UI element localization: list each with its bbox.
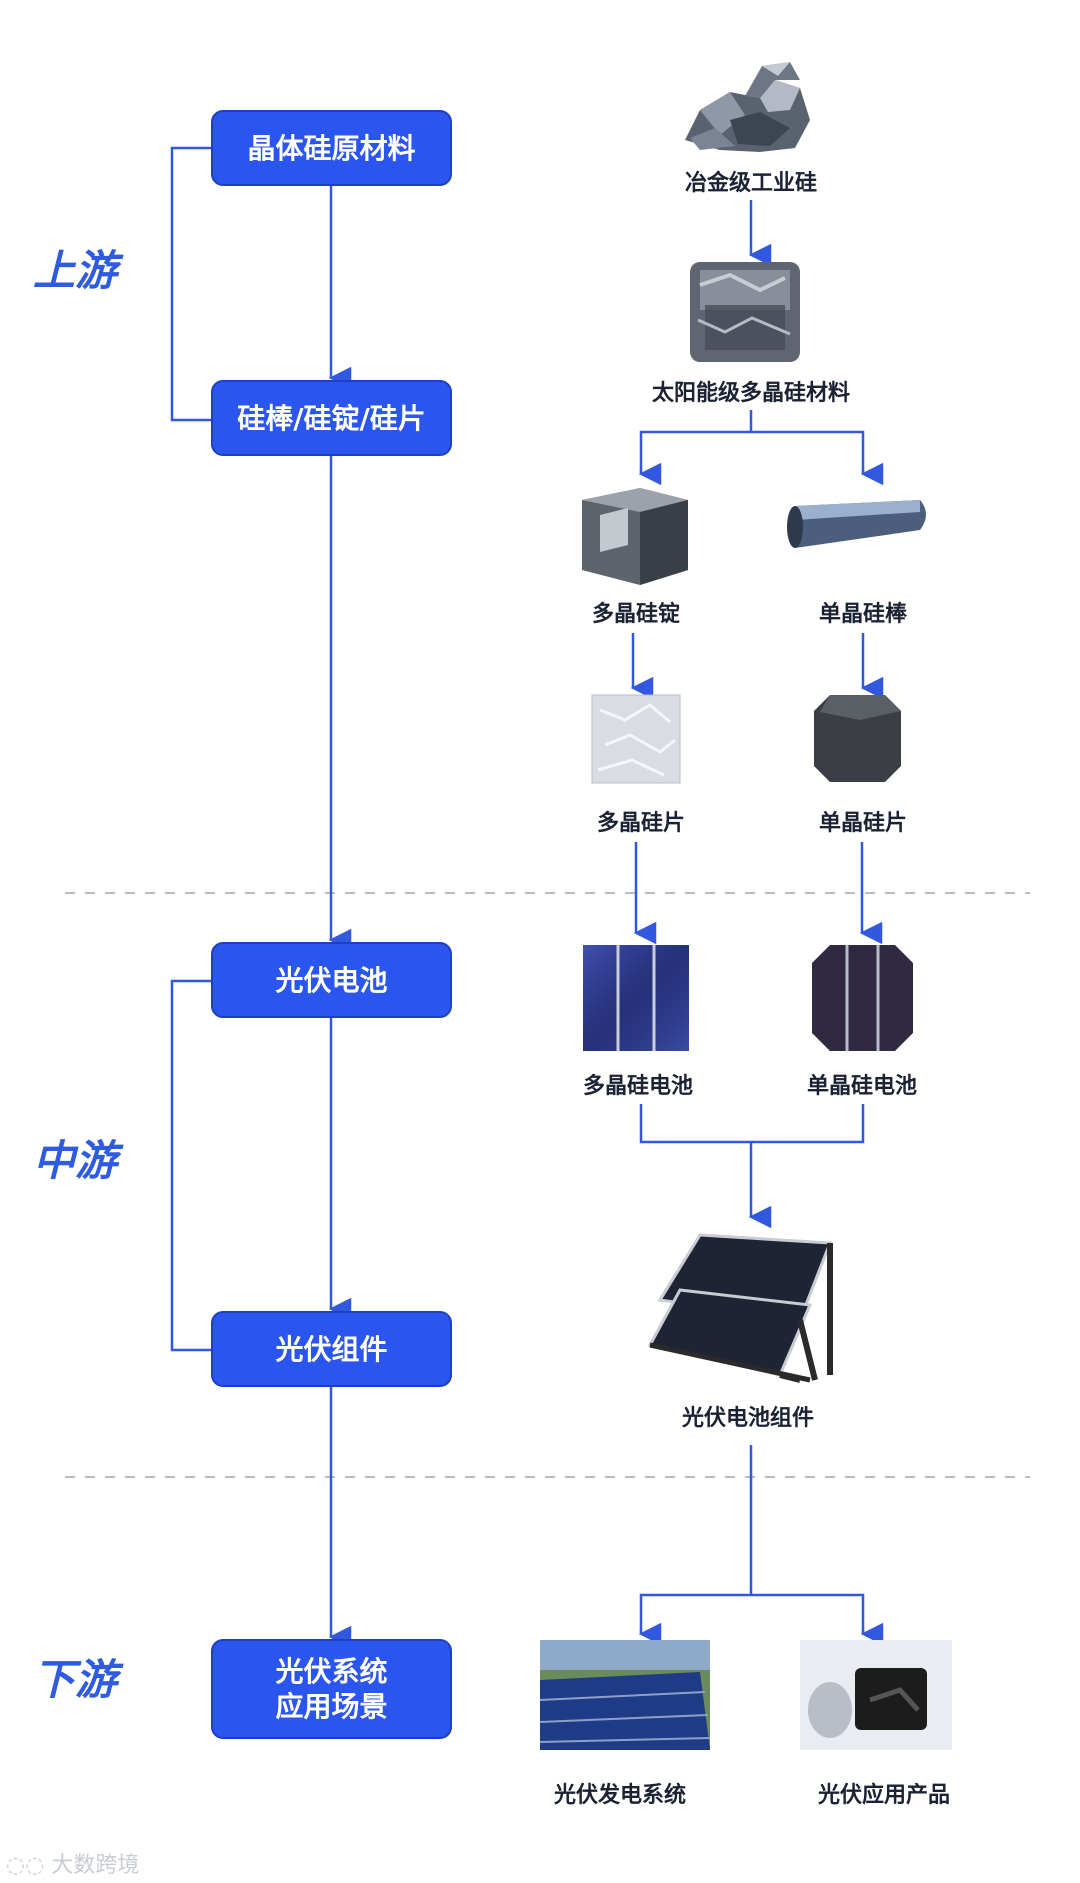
split-downstream [639, 1445, 865, 1632]
label-mono-wafer: 单晶硅片 [818, 811, 908, 836]
watermark: ◌◌ 大数跨境 [6, 1847, 139, 1879]
stage-midstream: 中游 [32, 1136, 117, 1185]
bracket-upstream [170, 146, 211, 422]
box-pv-cell: 光伏电池 [211, 942, 452, 1018]
merge-cells [639, 1104, 865, 1215]
label-mono-rod: 单晶硅棒 [818, 602, 908, 627]
pv-power-system-image [539, 1640, 711, 1750]
box-pv-system-label-line2: 应用场景 [275, 1690, 388, 1723]
box-pv-cell-label: 光伏电池 [275, 963, 388, 997]
watermark-text: 大数跨境 [51, 1853, 140, 1878]
poly-cell-image [583, 945, 689, 1051]
split-poly-material [639, 410, 865, 472]
box-pv-module-label: 光伏组件 [275, 1332, 388, 1366]
label-metallurgical-silicon: 冶金级工业硅 [684, 171, 818, 196]
mono-rod-image [787, 500, 926, 548]
pv-products-image [800, 1640, 952, 1750]
label-solar-polysilicon: 太阳能级多晶硅材料 [651, 381, 851, 406]
label-mono-cell: 单晶硅电池 [806, 1074, 918, 1099]
mono-wafer-image [814, 695, 901, 782]
box-raw-material: 晶体硅原材料 [211, 110, 452, 186]
box-pv-module: 光伏组件 [211, 1311, 452, 1387]
box-rod-ingot-wafer-label: 硅棒/硅锭/硅片 [237, 401, 426, 435]
mono-cell-image [812, 945, 913, 1051]
label-pv-cell-module: 光伏电池组件 [681, 1406, 815, 1431]
label-poly-ingot: 多晶硅锭 [591, 602, 681, 627]
metallurgical-silicon-image [685, 62, 810, 152]
polysilicon-material-image [690, 262, 800, 362]
box-pv-system: 光伏系统 应用场景 [211, 1639, 452, 1739]
bracket-midstream [170, 979, 211, 1352]
pv-module-image [647, 1233, 833, 1383]
poly-wafer-image [591, 694, 681, 784]
watermark-logo-icon: ◌◌ [6, 1853, 45, 1878]
stage-downstream: 下游 [32, 1655, 117, 1704]
label-pv-products: 光伏应用产品 [817, 1783, 951, 1808]
box-raw-material-label: 晶体硅原材料 [247, 131, 416, 165]
box-pv-system-label-line1: 光伏系统 [275, 1655, 388, 1688]
label-poly-cell: 多晶硅电池 [582, 1074, 694, 1099]
label-pv-power-system: 光伏发电系统 [553, 1783, 687, 1808]
poly-ingot-image [582, 488, 688, 585]
label-poly-wafer: 多晶硅片 [596, 811, 686, 836]
box-rod-ingot-wafer: 硅棒/硅锭/硅片 [211, 380, 452, 456]
stage-upstream: 上游 [32, 246, 117, 295]
